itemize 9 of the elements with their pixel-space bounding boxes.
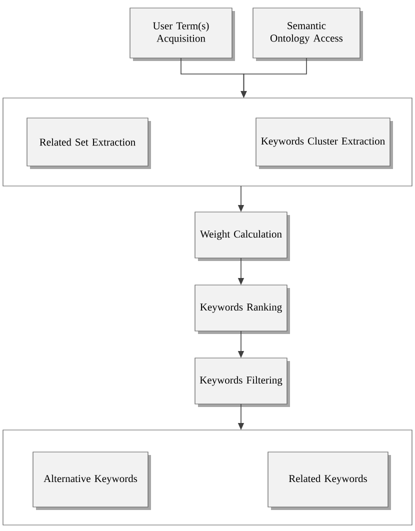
process-box: Semantic Ontology Access [252,8,363,61]
process-box: User Term(s) Acquisition [130,8,235,61]
process-box: Weight Calculation [194,212,290,261]
process-box: Keywords Ranking [194,284,290,334]
process-box: Keywords Cluster Extraction [256,118,393,169]
process-box: Keywords Filtering [194,358,290,407]
process-box: Related Keywords [268,452,391,510]
process-box: Alternative Keywords [32,452,151,510]
process-box: Related Set Extraction [26,118,151,169]
